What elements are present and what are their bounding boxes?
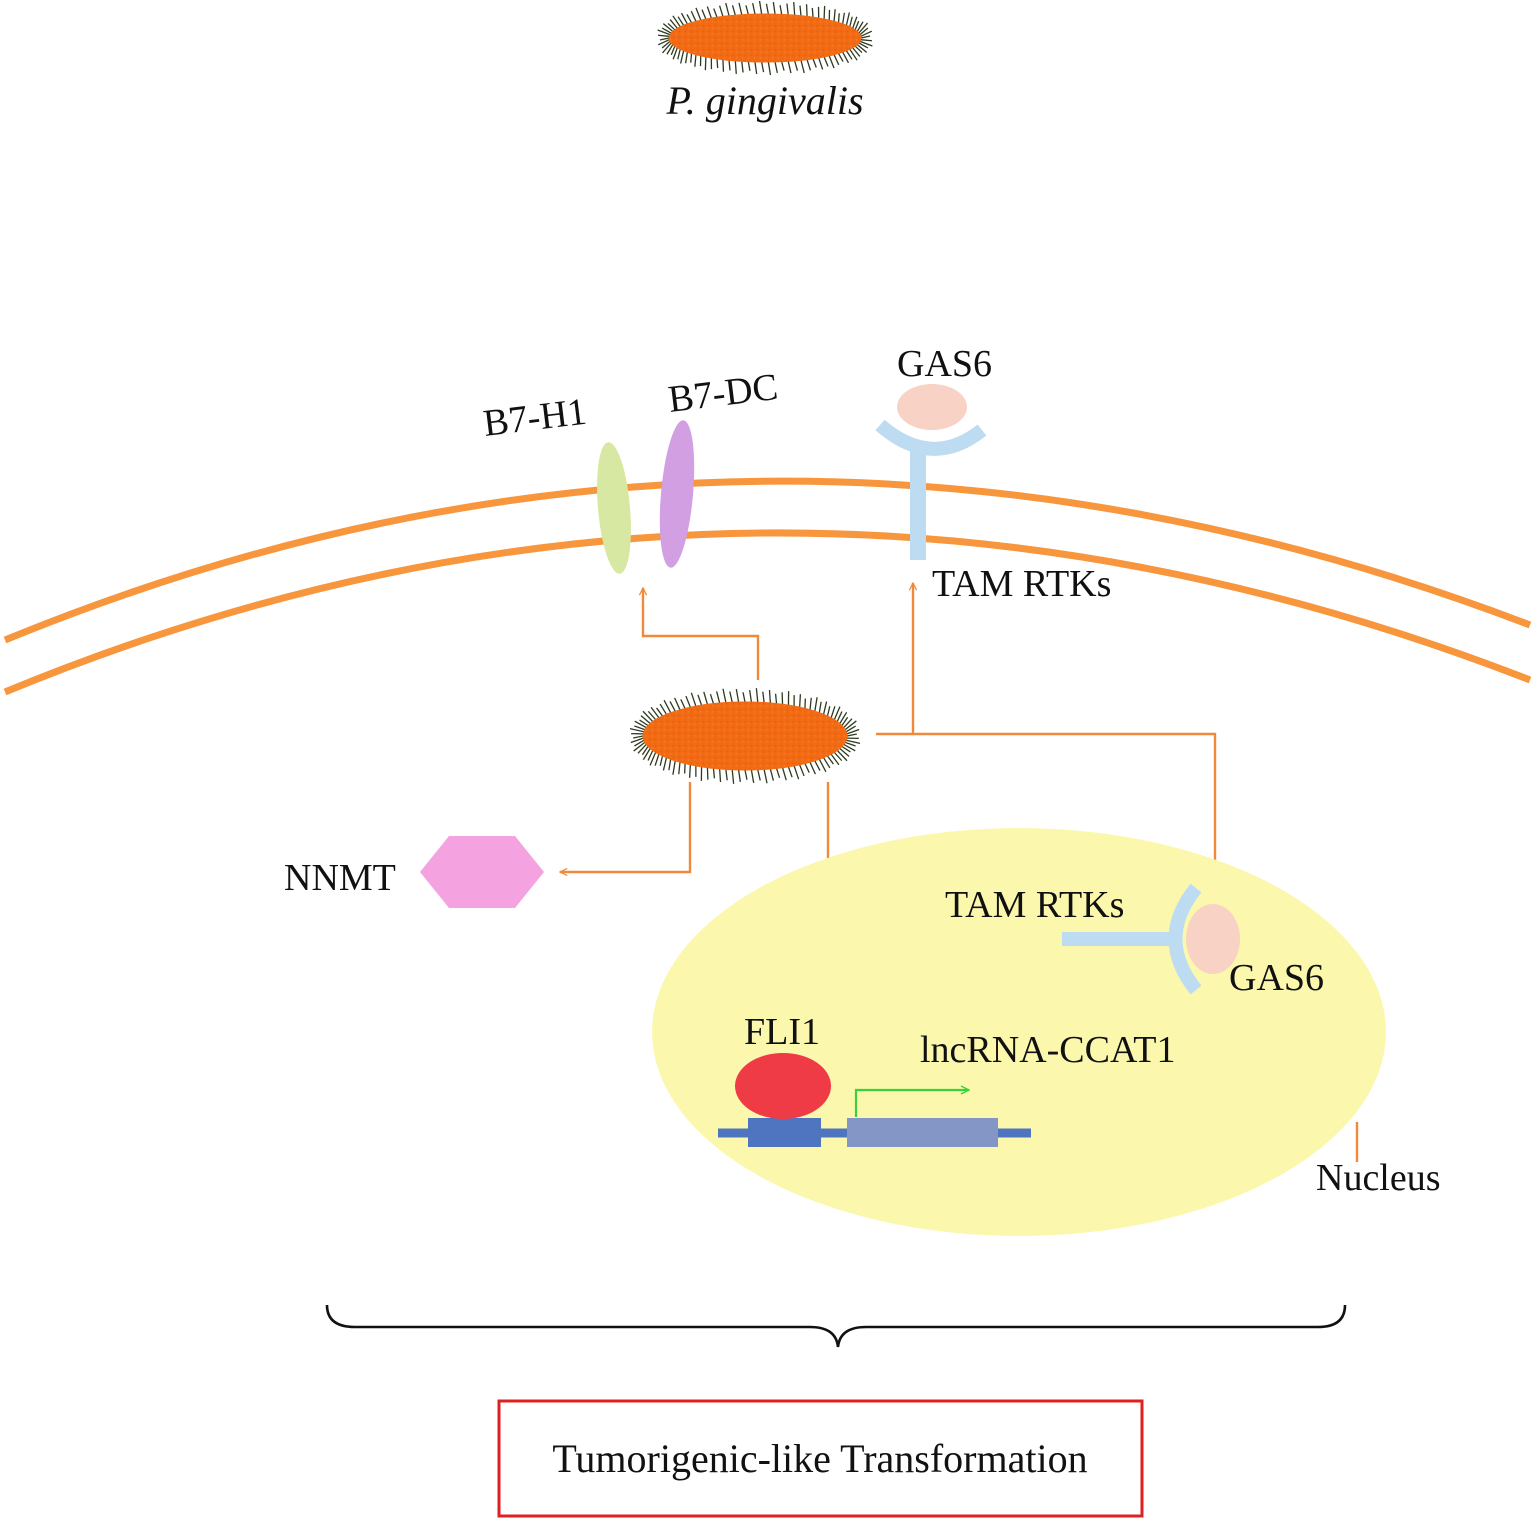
pili-icon xyxy=(657,0,873,76)
promoter-box xyxy=(748,1118,821,1147)
arrow-to-nucleus-tam xyxy=(876,732,1215,876)
tam-label-nucleus: TAM RTKs xyxy=(945,884,1124,926)
outcome-box xyxy=(497,1399,1144,1518)
outcome-label: Tumorigenic-like Transformation xyxy=(552,1436,1087,1481)
cell-membrane xyxy=(3,477,1532,696)
nucleus-label: Nucleus xyxy=(1316,1157,1441,1199)
lncrna-label: lncRNA-CCAT1 xyxy=(920,1029,1175,1071)
pili-icon xyxy=(629,688,861,784)
bacterium-top xyxy=(657,0,873,76)
gas6-ligand-membrane xyxy=(897,384,967,430)
ccat1-gene-box xyxy=(847,1118,998,1147)
b7h1-protein xyxy=(597,442,631,574)
nnmt-hexagon xyxy=(420,836,544,908)
gas6-label-nucleus: GAS6 xyxy=(1229,957,1324,999)
b7dc-label: B7-DC xyxy=(666,366,780,421)
bacterium-intracellular xyxy=(629,688,861,784)
b7h1-label: B7-H1 xyxy=(481,391,589,445)
curly-brace xyxy=(325,1304,1347,1348)
tam-label-top: TAM RTKs xyxy=(932,563,1111,605)
nnmt-label: NNMT xyxy=(284,857,396,899)
arrow-to-nnmt xyxy=(560,782,692,872)
b7dc-protein xyxy=(659,420,695,568)
gas6-label-top: GAS6 xyxy=(897,343,992,385)
gas6-ligand-nucleus xyxy=(1186,904,1240,974)
arrow-to-b7 xyxy=(643,588,760,680)
tam-receptor-nucleus xyxy=(1062,883,1202,995)
fli1-protein xyxy=(735,1053,831,1119)
tam-receptor-membrane xyxy=(875,419,987,560)
bacterium-label: P. gingivalis xyxy=(665,78,863,123)
fli1-label: FLI1 xyxy=(744,1011,820,1053)
transcription-arrow xyxy=(854,1090,969,1117)
